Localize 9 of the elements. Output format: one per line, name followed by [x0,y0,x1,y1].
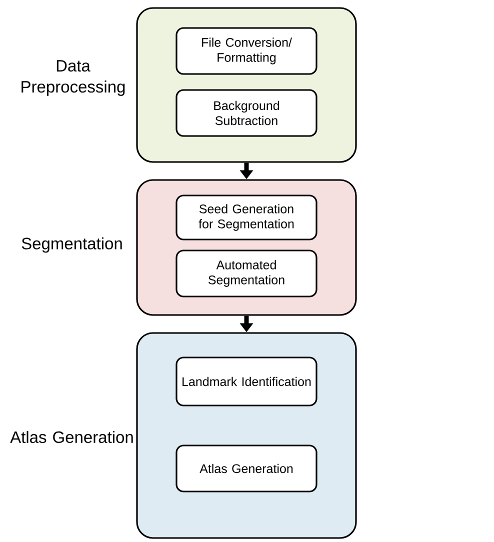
stage-heading: Data Preprocessing [22,60,125,96]
step-box: Atlas Generation [176,444,318,492]
step-box: File Conversion/ Formatting [176,27,318,75]
step-box: Seed Generation for Segmentation [176,194,318,240]
step-box: Landmark Identification [176,356,318,406]
stage-heading: Segmentation [22,237,122,253]
step-box: Background Subtraction [176,89,318,137]
step-box: Automated Segmentation [176,250,318,298]
stage-heading: Atlas Generation [10,430,133,444]
